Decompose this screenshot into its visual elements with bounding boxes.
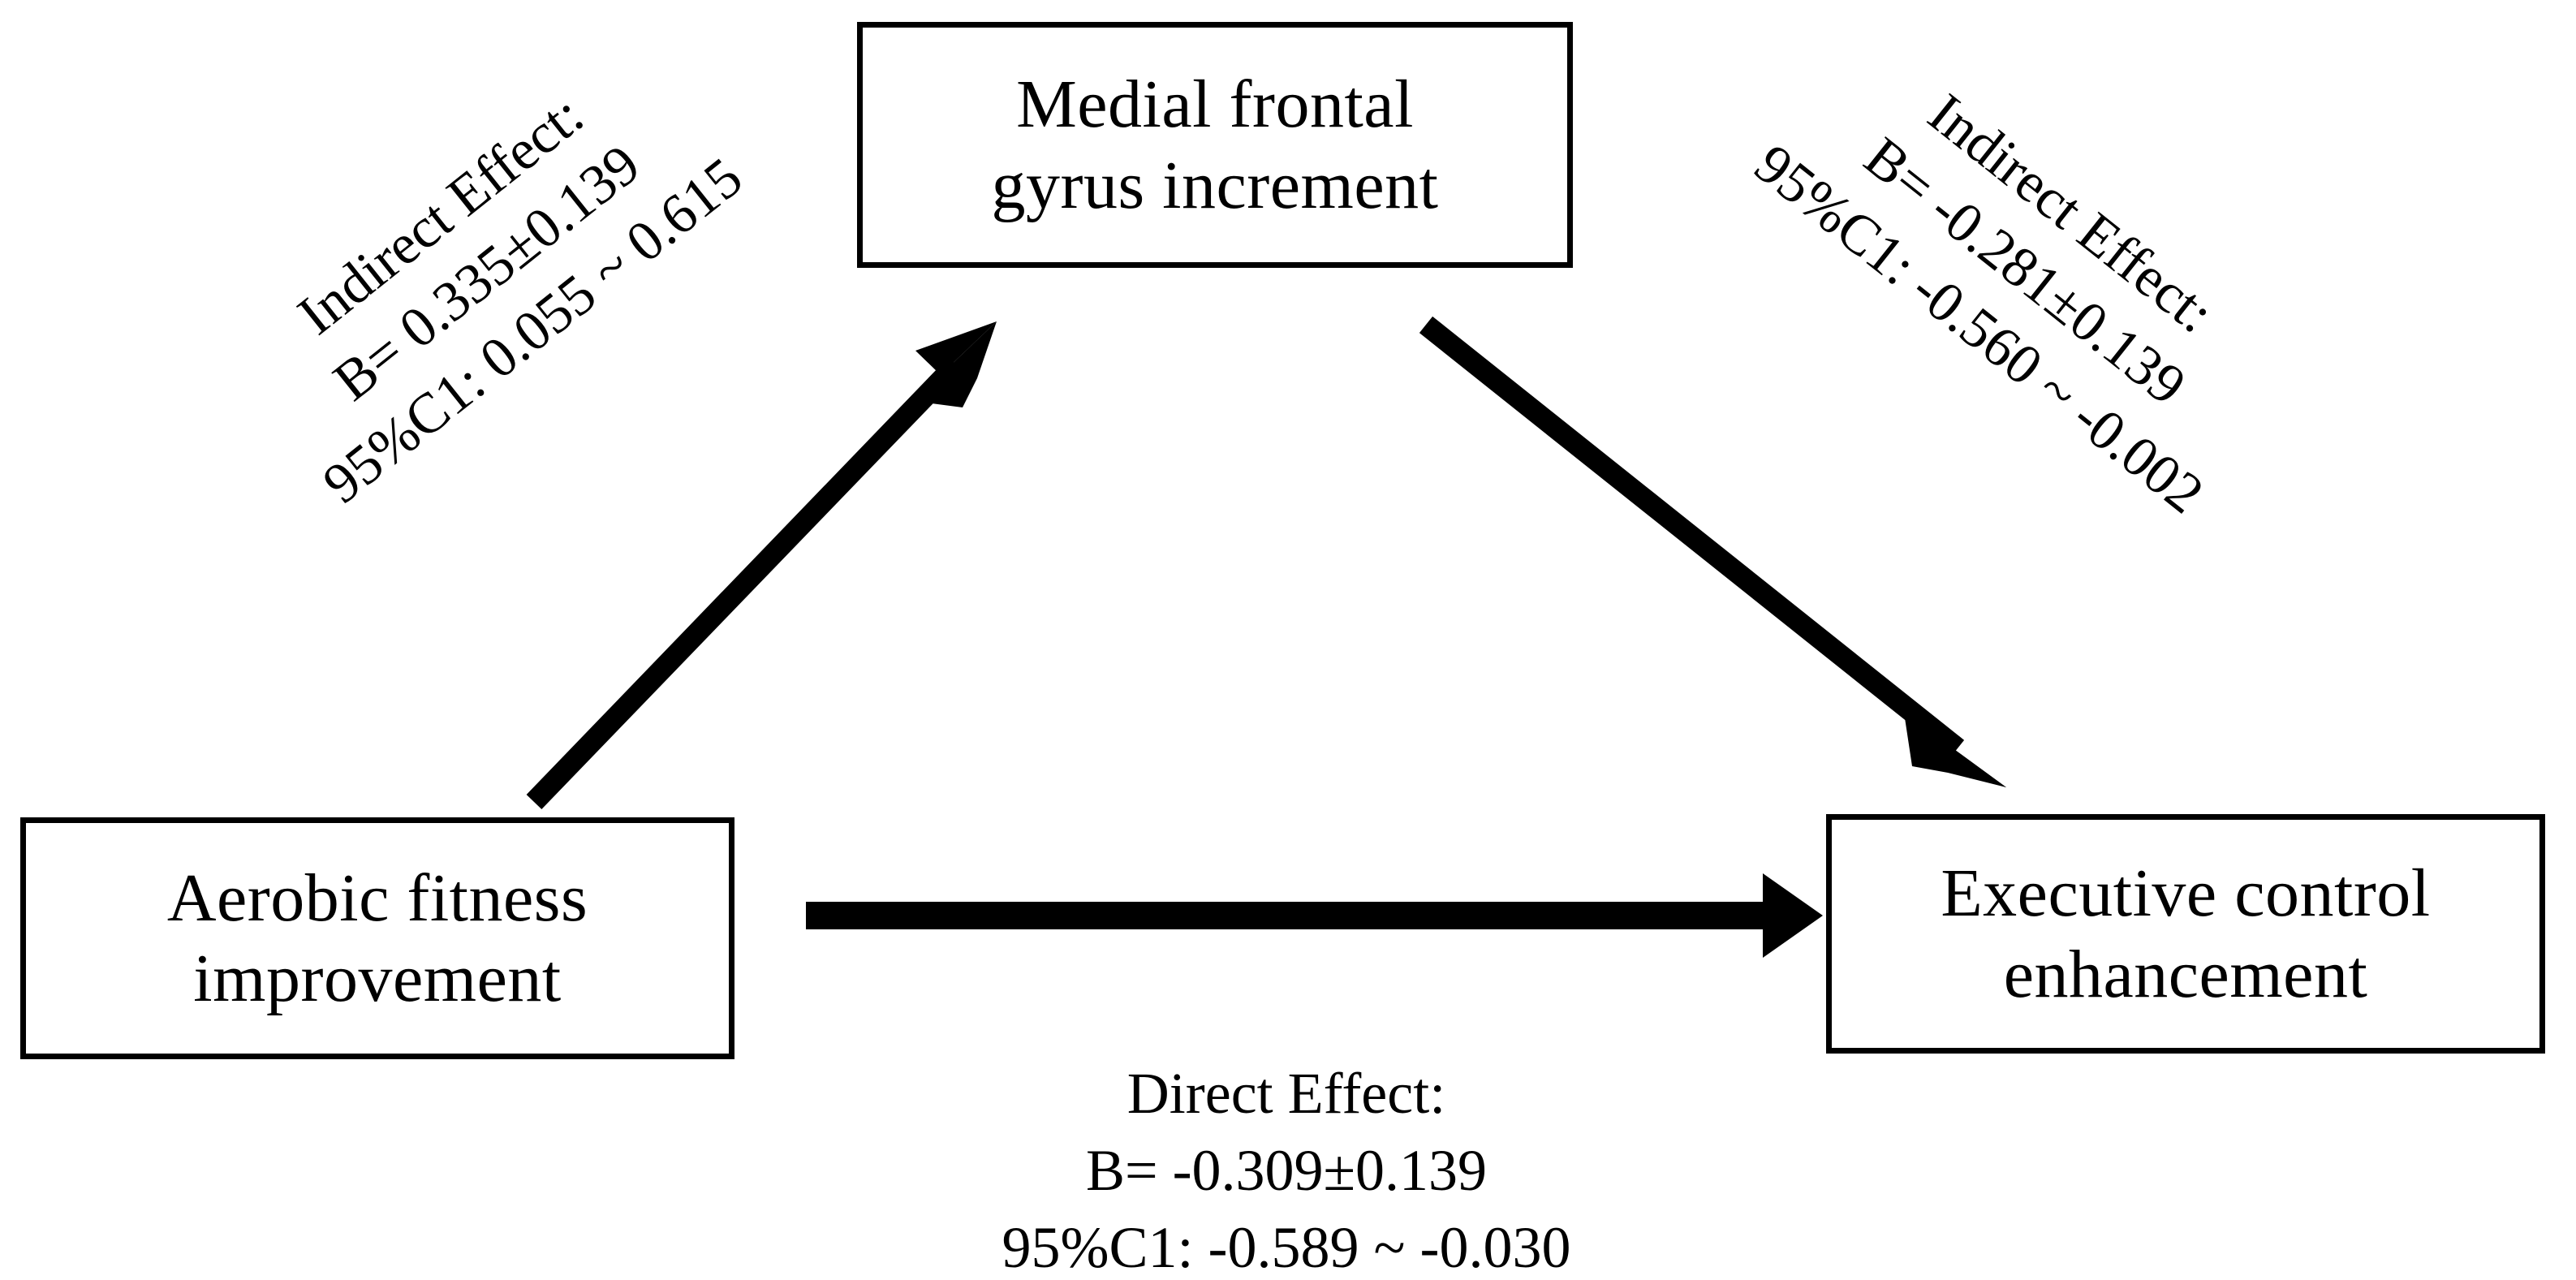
edge-label-b-path-coefficient: B= -0.281±0.139 — [1853, 125, 2197, 418]
arrow-direct-path — [806, 873, 1823, 958]
edge-label-direct-path-title: Direct Effect: — [1126, 1061, 1446, 1126]
node-aerobic-fitness-improvement: Aerobic fitness improvement — [20, 817, 734, 1059]
node-mediator-line-1: Medial frontal — [1016, 67, 1414, 143]
node-medial-frontal-gyrus-increment: Medial frontal gyrus increment — [857, 22, 1573, 268]
arrow-b-path — [1419, 316, 2006, 787]
node-predictor-line-2: improvement — [193, 941, 562, 1016]
node-executive-control-enhancement: Executive control enhancement — [1826, 814, 2545, 1054]
node-outcome-line-1: Executive control — [1941, 855, 2431, 932]
edge-label-direct-path-coefficient: B= -0.309±0.139 — [1085, 1138, 1488, 1204]
edge-label-direct-path-ci: 95%C1: -0.589 ~ -0.030 — [1002, 1215, 1571, 1280]
edge-label-b-path: Indirect Effect: B= -0.281±0.139 95%C1: … — [1629, 0, 2421, 618]
node-outcome-line-2: enhancement — [2003, 936, 2368, 1012]
arrow-a-path — [526, 321, 997, 810]
node-mediator-line-2: gyrus increment — [991, 147, 1439, 223]
edge-label-direct-path: Direct Effect: B= -0.309±0.139 95%C1: -0… — [783, 1055, 1790, 1280]
edge-label-a-path: Indirect Effect: B= 0.335±0.139 95%C1: 0… — [94, 0, 880, 618]
edge-label-a-path-coefficient: B= 0.335±0.139 — [322, 133, 652, 413]
node-predictor-line-1: Aerobic fitness — [166, 860, 588, 936]
